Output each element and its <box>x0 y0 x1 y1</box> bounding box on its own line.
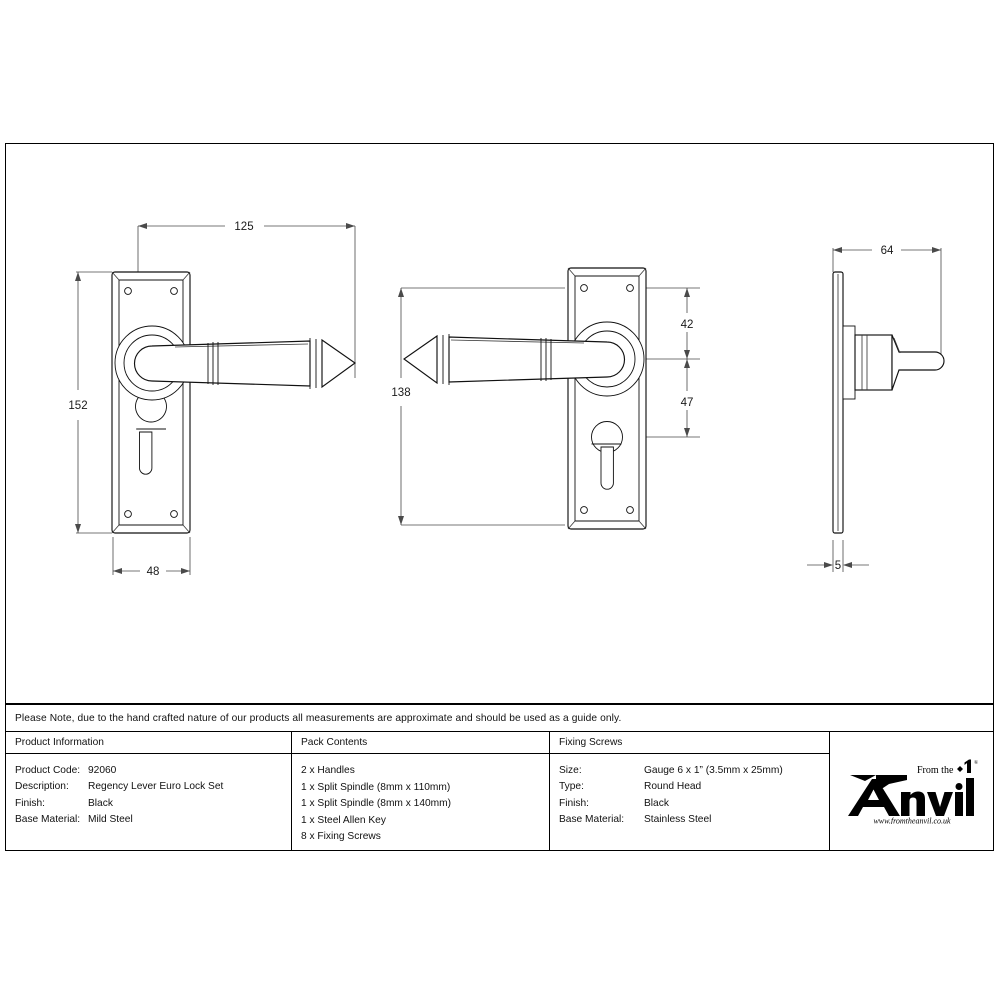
lever-collar-inner <box>207 342 219 385</box>
row-value: Gauge 6 x 1” (3.5mm x 25mm) <box>644 765 783 776</box>
row-label: Base Material: <box>559 814 625 826</box>
dimension-5: 5 <box>807 560 869 572</box>
row-label: Product Code: <box>15 765 81 776</box>
table-row: Finish: Black <box>559 796 829 812</box>
table-row: Base Material: Mild Steel <box>15 812 291 828</box>
row-label: Finish: <box>15 797 46 809</box>
table-row: Description: Regency Lever Euro Lock Set <box>15 779 291 795</box>
column-product-information: Product Information Product Code: 92060 … <box>6 732 292 850</box>
side-view: 64 5 <box>807 245 945 572</box>
rear-backplate <box>567 267 647 530</box>
list-item: 1 x Steel Allen Key <box>301 814 386 826</box>
dimension-42: 42 <box>681 288 694 359</box>
screw-hole <box>626 506 634 514</box>
table-row: Size: Gauge 6 x 1” (3.5mm x 25mm) <box>559 763 829 779</box>
table-row: Finish: Black <box>15 796 291 812</box>
row-value: Black <box>644 797 669 809</box>
table-row: Product Code: 92060 <box>15 763 291 779</box>
dimension-138-label: 138 <box>391 387 410 399</box>
row-value: Black <box>88 797 113 809</box>
screw-hole <box>124 287 132 295</box>
column-brand-logo: From the ® www.fromtheanvil.co.uk <box>830 732 992 850</box>
screw-hole <box>580 284 588 292</box>
pack-contents-body: 2 x Handles 1 x Split Spindle (8mm x 110… <box>292 754 549 846</box>
screw-hole <box>170 510 178 518</box>
row-label: Base Material: <box>15 814 81 826</box>
dimension-47: 47 <box>681 359 694 437</box>
rear-view: 138 42 47 <box>391 267 700 530</box>
anvil-logo-icon: From the ® www.fromtheanvil.co.uk <box>848 759 978 825</box>
logo-registered-mark: ® <box>974 759 978 766</box>
front-view: 125 152 48 <box>68 221 356 578</box>
rear-view-witness-lines <box>401 287 700 526</box>
dimension-152: 152 <box>68 272 88 533</box>
dimension-42-label: 42 <box>681 319 694 331</box>
specification-table: Please Note, due to the hand crafted nat… <box>5 704 994 851</box>
dimension-5-label: 5 <box>835 560 841 572</box>
logo-website: www.fromtheanvil.co.uk <box>873 817 951 825</box>
list-item: 1 x Split Spindle (8mm x 140mm) <box>301 798 452 810</box>
lever-collar-outer <box>436 334 450 385</box>
logo-from-the: From the <box>917 765 954 776</box>
pack-contents-heading: Pack Contents <box>292 732 549 754</box>
row-label: Description: <box>15 781 69 793</box>
rear-euro-cylinder-hole <box>591 421 623 490</box>
rear-lever-handle <box>403 334 626 385</box>
lever-tip <box>403 334 438 385</box>
dimension-48-label: 48 <box>147 566 160 578</box>
front-lever-handle <box>133 338 356 389</box>
note-text: Please Note, due to the hand crafted nat… <box>15 712 622 724</box>
side-lever-collar <box>854 334 893 391</box>
row-value: 92060 <box>88 765 117 776</box>
list-item: 1 x Split Spindle (8mm x 110mm) <box>301 781 451 793</box>
row-value: Regency Lever Euro Lock Set <box>88 781 224 793</box>
product-information-heading: Product Information <box>6 732 291 754</box>
note-row: Please Note, due to the hand crafted nat… <box>6 705 993 732</box>
lever-tip <box>321 338 356 389</box>
table-row: Type: Round Head <box>559 779 829 795</box>
dimension-48: 48 <box>113 566 190 578</box>
table-row: Base Material: Stainless Steel <box>559 812 829 828</box>
lever-collar-outer <box>309 338 323 389</box>
row-label: Size: <box>559 765 582 776</box>
dimension-138: 138 <box>391 288 411 525</box>
column-fixing-screws: Fixing Screws Size: Gauge 6 x 1” (3.5mm … <box>550 732 830 850</box>
fixing-screws-body: Size: Gauge 6 x 1” (3.5mm x 25mm) Type: … <box>550 754 829 829</box>
side-lever-arm <box>891 334 945 391</box>
fixing-screws-heading: Fixing Screws <box>550 732 829 754</box>
table-columns: Product Information Product Code: 92060 … <box>6 732 993 850</box>
lever-collar-inner <box>540 338 552 381</box>
column-pack-contents: Pack Contents 2 x Handles 1 x Split Spin… <box>292 732 550 850</box>
screw-hole <box>626 284 634 292</box>
dimension-64-label: 64 <box>881 245 894 257</box>
front-view-witness-lines <box>76 226 356 575</box>
row-value: Stainless Steel <box>644 814 712 826</box>
screw-hole <box>170 287 178 295</box>
row-label: Type: <box>559 781 584 793</box>
side-rose-boss <box>842 325 856 400</box>
dimension-152-label: 152 <box>68 400 87 412</box>
dimension-125: 125 <box>138 221 355 233</box>
list-item: 8 x Fixing Screws <box>301 831 381 843</box>
side-view-witness-lines <box>832 248 942 572</box>
dimension-125-label: 125 <box>234 221 253 233</box>
screw-hole <box>124 510 132 518</box>
row-label: Finish: <box>559 797 590 809</box>
brand-logo: From the ® www.fromtheanvil.co.uk <box>830 732 992 850</box>
row-value: Mild Steel <box>88 814 133 826</box>
dimension-64: 64 <box>833 245 941 257</box>
side-backplate-edge <box>832 271 844 534</box>
list-item: 2 x Handles <box>301 765 355 776</box>
product-information-body: Product Code: 92060 Description: Regency… <box>6 754 291 829</box>
screw-hole <box>580 506 588 514</box>
dimension-47-label: 47 <box>681 397 694 409</box>
row-value: Round Head <box>644 781 702 793</box>
